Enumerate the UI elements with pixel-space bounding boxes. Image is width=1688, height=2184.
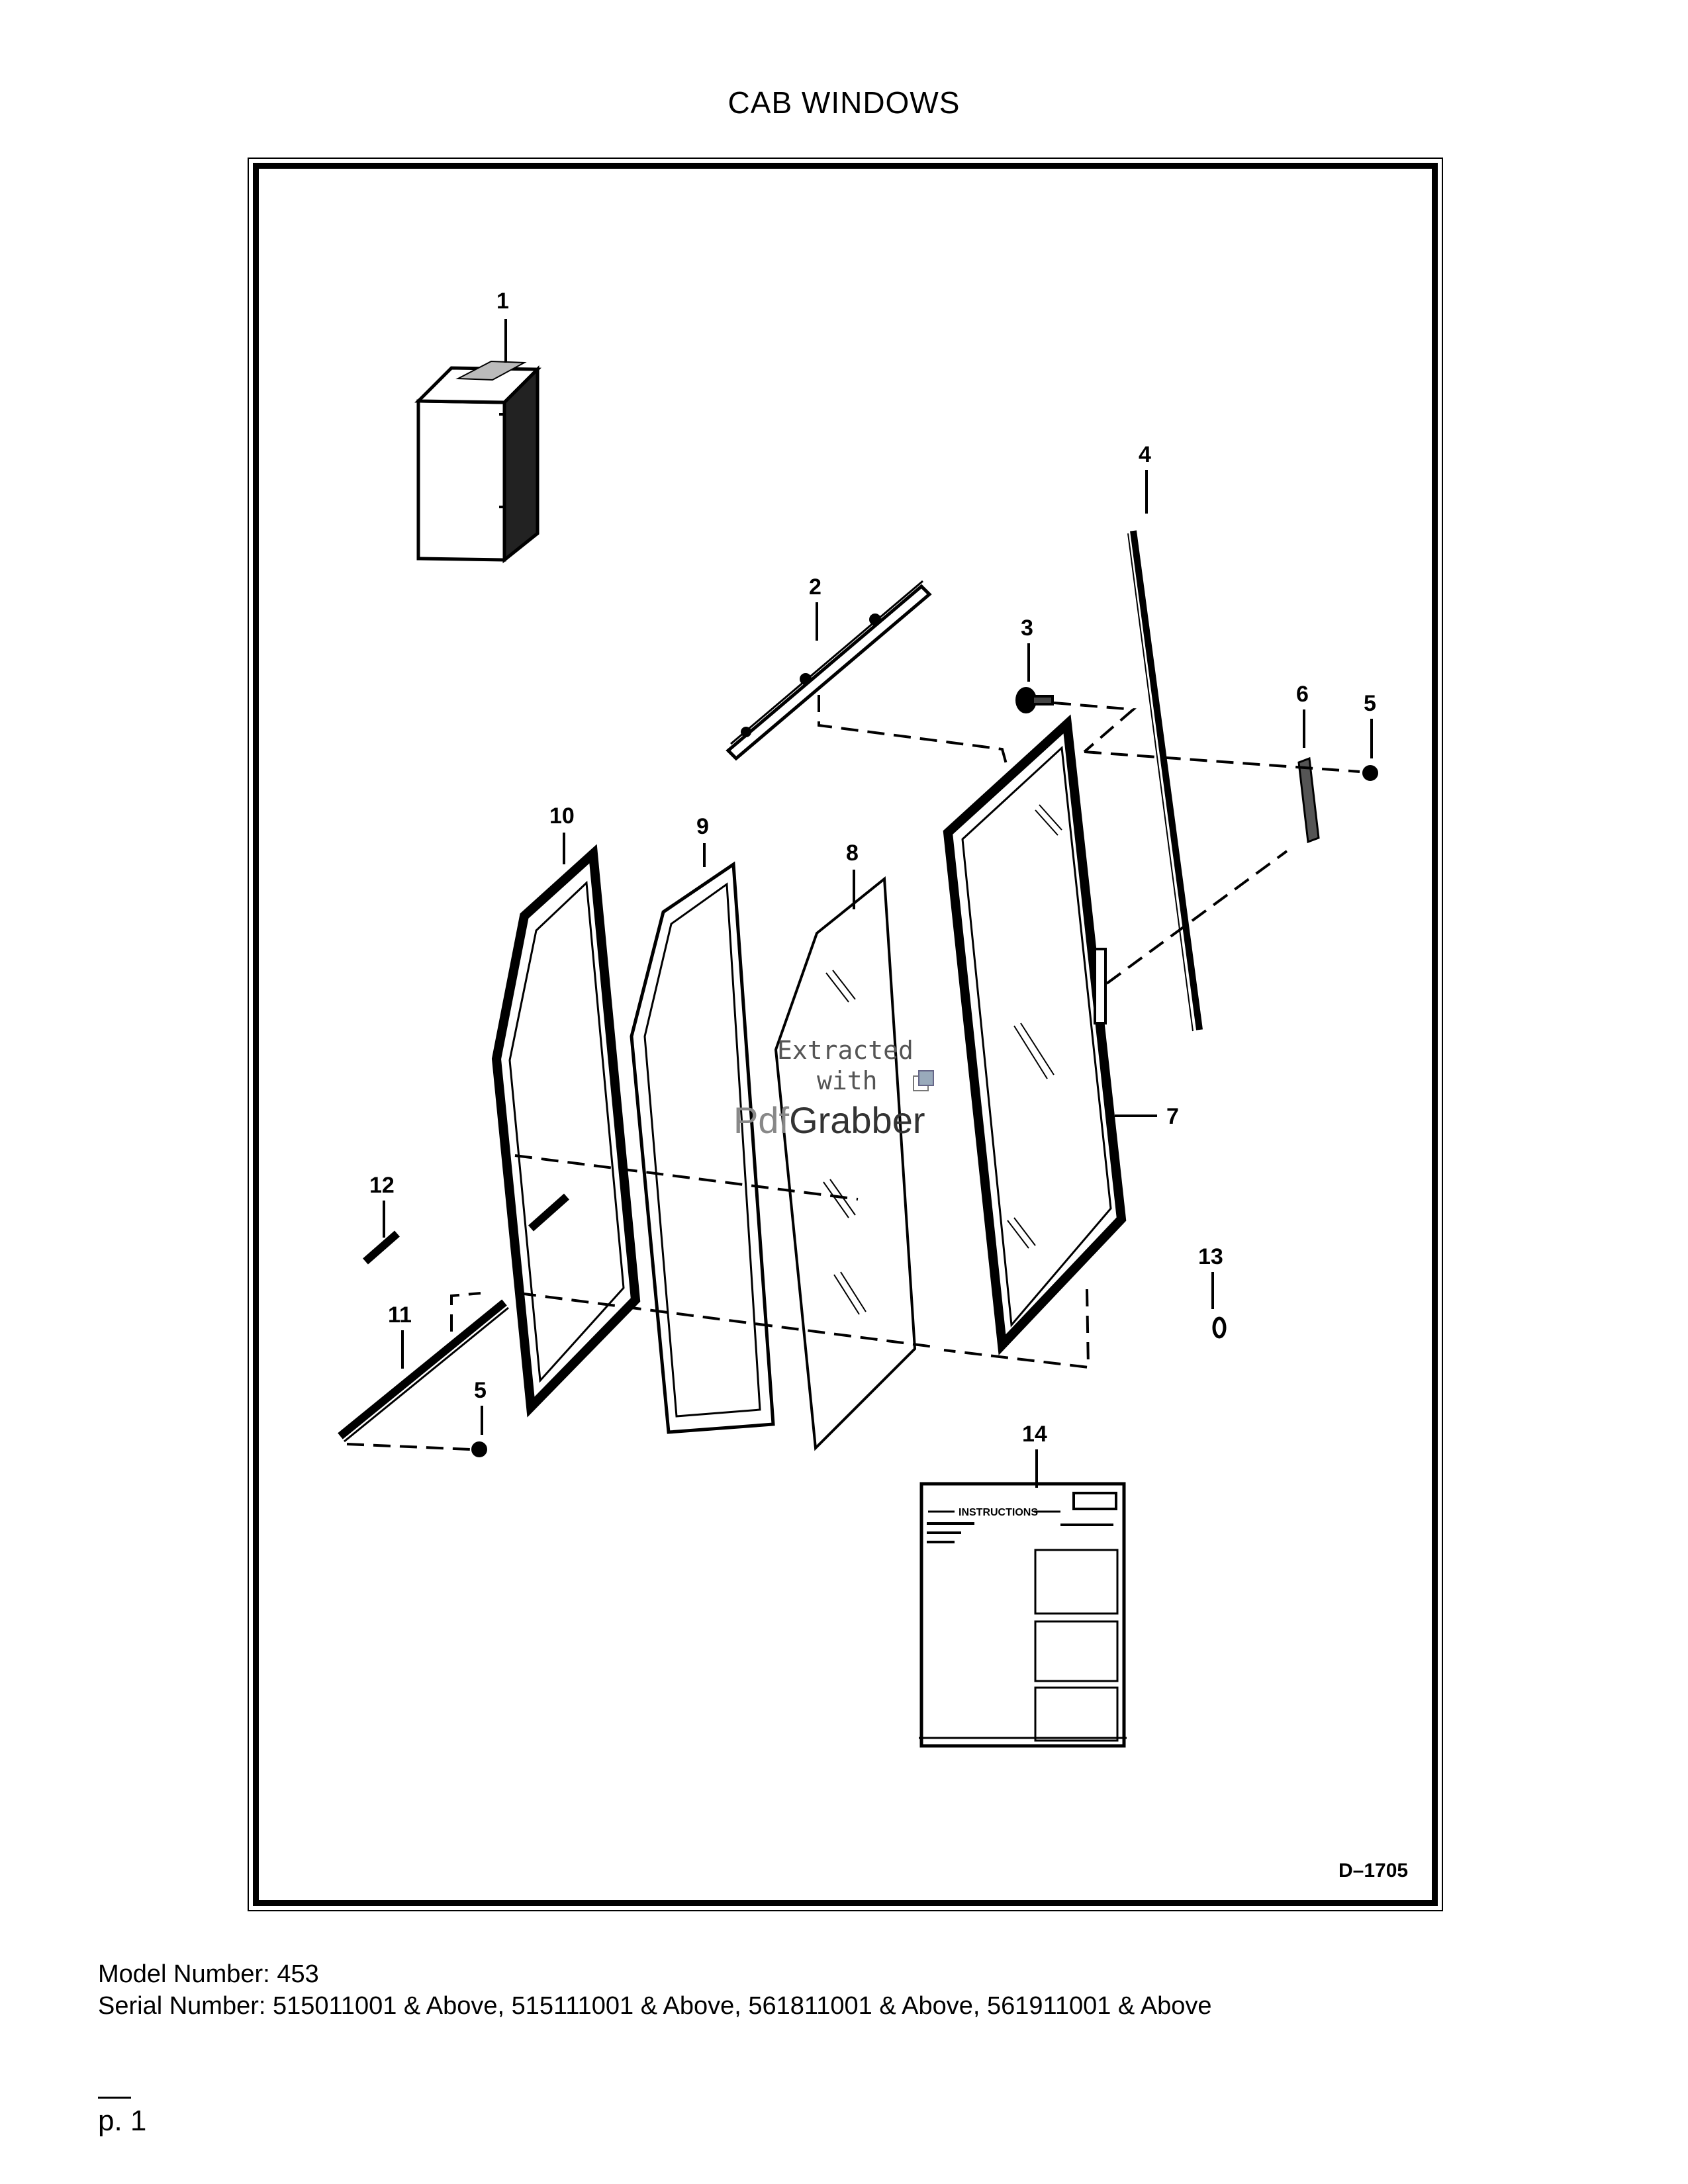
watermark-line-1: Extracted	[777, 1036, 914, 1065]
callout-9: 9	[696, 814, 709, 839]
page-number: p. 1	[98, 2105, 147, 2137]
callout-7: 7	[1166, 1104, 1179, 1129]
part-3-screw	[1015, 687, 1054, 713]
part-14-instructions-sheet	[919, 1482, 1127, 1748]
part-8-glass-pane	[774, 876, 917, 1451]
part-1-kit-box	[414, 360, 541, 564]
watermark-brand-suffix: Grabber	[789, 1099, 925, 1141]
part-11-sill-strip	[338, 1299, 509, 1443]
callout-14: 14	[1022, 1422, 1047, 1447]
callout-1: 1	[496, 289, 509, 314]
part-2-hinge-strip	[726, 580, 932, 761]
callout-8: 8	[846, 841, 859, 866]
callout-5-lower: 5	[474, 1378, 487, 1403]
diagram-frame-outer	[248, 158, 1443, 1911]
part-9-seal-gasket	[630, 861, 775, 1434]
part-6-latch	[1297, 756, 1320, 844]
part-7-framed-window	[943, 714, 1127, 1355]
callout-10: 10	[549, 803, 575, 829]
callout-6: 6	[1296, 682, 1309, 707]
callout-5-upper: 5	[1364, 691, 1376, 716]
svg-text:PdfGrabber: PdfGrabber	[733, 1099, 925, 1141]
part-5-nut-upper	[1362, 765, 1378, 781]
callout-3: 3	[1021, 615, 1033, 641]
frame-channel-strip	[528, 1193, 569, 1232]
part-5-nut-lower	[471, 1441, 487, 1457]
pdfgrabber-watermark: Extracted with PdfGrabber	[733, 1036, 934, 1141]
page-number-rule	[98, 2097, 131, 2099]
callout-13: 13	[1198, 1244, 1223, 1269]
part-13-washer	[1212, 1316, 1227, 1339]
drawing-code: D–1705	[1338, 1860, 1408, 1882]
watermark-brand-prefix: Pdf	[733, 1099, 789, 1141]
callout-12: 12	[369, 1173, 395, 1198]
callout-11: 11	[388, 1302, 412, 1328]
instructions-sheet-label: INSTRUCTIONS	[959, 1507, 1038, 1518]
diagram-frame	[253, 163, 1438, 1906]
callout-2: 2	[809, 574, 821, 600]
exploded-parts-diagram: 1 2 3 4 5 6 7 8 9 10 11 12 5 13 14 INSTR…	[338, 289, 1408, 1882]
page-title: CAB WINDOWS	[727, 85, 961, 120]
serial-number: Serial Number: 515011001 & Above, 515111…	[98, 1992, 1212, 2020]
model-number: Model Number: 453	[98, 1960, 319, 1988]
part-10-outer-frame	[491, 844, 641, 1418]
callout-4: 4	[1139, 442, 1151, 467]
part-4-weather-strip	[1127, 530, 1203, 1032]
part-12-short-strip	[363, 1230, 400, 1265]
watermark-line-2: with	[817, 1066, 878, 1095]
